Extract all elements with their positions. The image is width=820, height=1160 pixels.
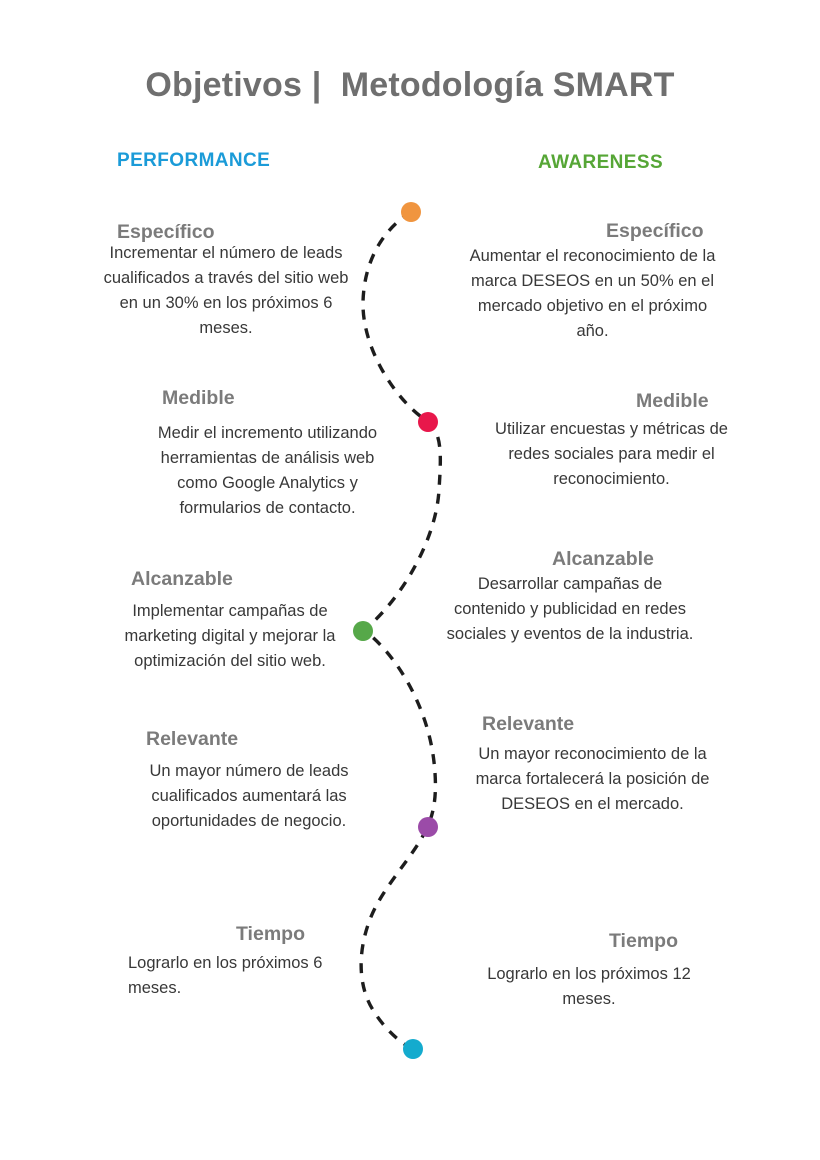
specific-dot	[401, 202, 421, 222]
left-specific-heading: Específico	[117, 221, 215, 243]
right-time-heading: Tiempo	[609, 930, 678, 952]
left-specific-body: Incrementar el número de leads cualifica…	[103, 244, 349, 337]
right-time-body: Lograrlo en los próximos 12 meses.	[487, 965, 691, 1008]
left-achievable-body: Implementar campañas de marketing digita…	[124, 602, 336, 670]
right-relevant-body: Un mayor reconocimiento de la marca fort…	[475, 745, 710, 813]
performance-column-header: PERFORMANCE	[117, 150, 271, 171]
right-relevant-heading: Relevante	[482, 713, 575, 735]
right-specific-body: Aumentar el reconocimiento de la marca D…	[469, 247, 716, 340]
left-measurable-heading: Medible	[162, 387, 235, 409]
left-relevant-body: Un mayor número de leads cualificados au…	[149, 762, 349, 830]
right-achievable-body: Desarrollar campañas de contenido y publ…	[446, 575, 694, 643]
right-measurable-body: Utilizar encuestas y métricas de redes s…	[495, 420, 728, 488]
left-relevant-heading: Relevante	[146, 728, 239, 750]
right-specific-heading: Específico	[606, 220, 704, 242]
page-title: Objetivos | Metodología SMART	[145, 66, 675, 104]
left-measurable-body: Medir el incremento utilizando herramien…	[157, 424, 378, 517]
right-measurable-heading: Medible	[636, 390, 709, 412]
left-time-body: Lograrlo en los próximos 6 meses.	[128, 954, 323, 997]
left-achievable-heading: Alcanzable	[131, 568, 233, 590]
left-time-heading: Tiempo	[236, 923, 305, 945]
awareness-column-header: AWARENESS	[538, 152, 664, 173]
timeline-dashed-path	[359, 210, 443, 1051]
relevant-dot	[418, 817, 438, 837]
right-achievable-heading: Alcanzable	[552, 548, 654, 570]
time-dot	[403, 1039, 423, 1059]
achievable-dot	[353, 621, 373, 641]
measurable-dot	[418, 412, 438, 432]
